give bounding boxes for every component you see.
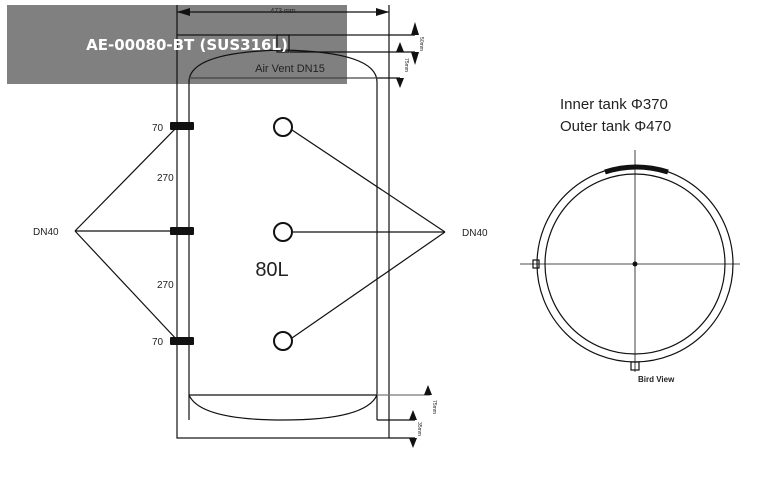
outer-tank-label: Outer tank Φ470 — [560, 118, 671, 135]
bird-view-caption: Bird View — [638, 375, 675, 384]
port-fitting — [170, 227, 194, 235]
top-fitting-arc — [604, 164, 669, 175]
air-vent-label: Air Vent DN15 — [255, 63, 325, 75]
spacing-top: 70 — [152, 123, 164, 134]
outer-casing — [176, 34, 390, 439]
product-title: AE-00080-BT (SUS316L) — [86, 36, 288, 54]
port-circle — [273, 222, 293, 242]
spacing-mid-1: 270 — [157, 173, 174, 184]
port-circle — [273, 331, 293, 351]
left-ports-label: DN40 — [33, 227, 59, 238]
spacing-mid-2: 270 — [157, 280, 174, 291]
inner-tank-label: Inner tank Φ370 — [560, 96, 668, 113]
dome-bottom-dimension: 75mm — [431, 400, 437, 414]
inner-tank-bottom — [188, 394, 378, 421]
port-circle — [273, 117, 293, 137]
bottom-offset-dimension: 35mm — [416, 422, 422, 436]
width-dimension: 473 mm — [270, 8, 295, 15]
top-offset-dimension: 50mm — [418, 37, 424, 51]
inner-tank — [188, 49, 378, 420]
dome-top-dimension: 75mm — [403, 58, 409, 72]
right-ports-label: DN40 — [462, 228, 488, 239]
port-fitting — [170, 122, 194, 130]
air-vent-pipe — [276, 34, 290, 53]
capacity-label: 80L — [255, 259, 288, 281]
port-fitting — [170, 337, 194, 345]
spacing-bottom: 70 — [152, 337, 164, 348]
